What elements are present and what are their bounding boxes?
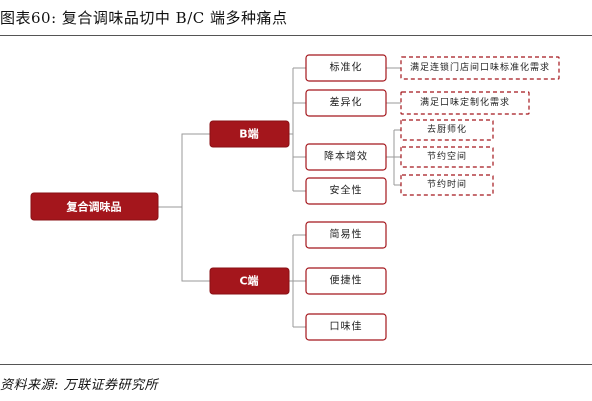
figure-source: 资料来源: 万联证券研究所 — [0, 378, 159, 393]
c-child-convenience: 便捷性 — [305, 267, 387, 295]
b-child-standardization-label: 标准化 — [330, 61, 363, 74]
note-no-chef-text: 去厨师化 — [427, 123, 467, 135]
b-side-label: B端 — [239, 127, 258, 141]
b-child-differentiation: 差异化 — [305, 89, 387, 117]
note-standardization: 满足连锁门店间口味标准化需求 — [400, 56, 560, 80]
c-child-taste-label: 口味佳 — [330, 320, 363, 333]
b-side-node: B端 — [209, 120, 290, 148]
b-child-safety: 安全性 — [305, 177, 387, 205]
note-save-time: 节约时间 — [400, 174, 494, 196]
b-child-differentiation-label: 差异化 — [330, 96, 363, 109]
title-rule — [0, 35, 592, 36]
b-child-cost-efficiency-label: 降本增效 — [324, 150, 368, 163]
note-differentiation-text: 满足口味定制化需求 — [420, 96, 510, 108]
note-no-chef: 去厨师化 — [400, 119, 494, 141]
c-child-convenience-label: 便捷性 — [330, 274, 363, 287]
root-node-label: 复合调味品 — [66, 200, 122, 214]
connector-root-c — [181, 207, 210, 282]
figure-title: 图表60: 复合调味品切中 B/C 端多种痛点 — [0, 9, 288, 27]
c-child-taste: 口味佳 — [305, 313, 387, 341]
c-child-simplicity-label: 简易性 — [330, 228, 363, 241]
c-child-simplicity: 简易性 — [305, 221, 387, 249]
b-child-standardization: 标准化 — [305, 54, 387, 82]
note-save-space-text: 节约空间 — [427, 150, 467, 162]
connector-root-b — [158, 133, 210, 208]
source-rule — [0, 364, 592, 365]
b-child-cost-efficiency: 降本增效 — [305, 143, 387, 171]
note-save-time-text: 节约时间 — [427, 178, 467, 190]
c-side-label: C端 — [239, 274, 258, 288]
connector-lines — [158, 67, 401, 328]
note-save-space: 节约空间 — [400, 146, 494, 168]
root-node: 复合调味品 — [30, 192, 159, 221]
note-standardization-text: 满足连锁门店间口味标准化需求 — [410, 61, 550, 73]
b-child-safety-label: 安全性 — [330, 184, 363, 197]
c-side-node: C端 — [209, 267, 290, 295]
note-differentiation: 满足口味定制化需求 — [400, 91, 530, 115]
